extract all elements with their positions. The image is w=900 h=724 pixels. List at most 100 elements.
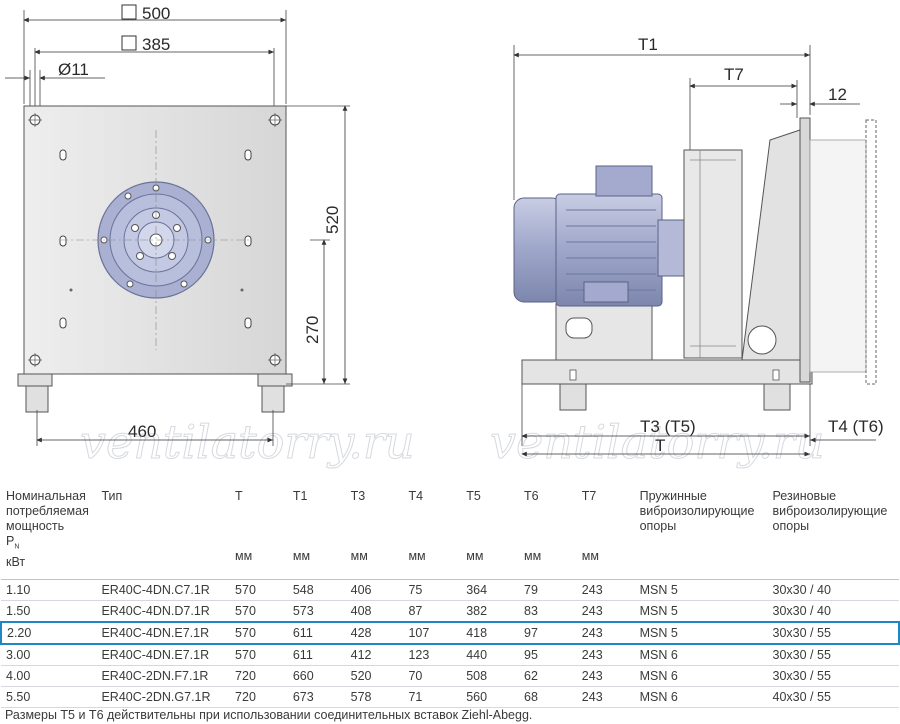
table-cell: 548 [286,579,346,601]
table-cell: MSN 6 [633,665,768,687]
table-cell: 408 [344,600,403,623]
table-cell: 123 [402,644,461,666]
table-cell: 62 [518,665,577,687]
table-cell: 2.20 [0,621,96,645]
table-cell: ER40C-2DN.G7.1R [95,686,230,708]
table-cell: 720 [229,665,288,687]
table-cell: 97 [518,621,577,645]
table-cell: ER40C-2DN.F7.1R [95,665,230,687]
table-cell: 382 [460,600,519,623]
table-cell: 428 [344,621,403,645]
dim-520-label: 520 [323,206,342,234]
header-spring-mounts: Пружинные виброизолирующие опоры [633,486,768,580]
table-cell: 243 [575,644,635,666]
table-cell: 660 [286,665,346,687]
table-cell: 30x30 / 55 [766,621,900,645]
table-cell: 406 [344,579,403,601]
table-cell: 79 [518,579,577,601]
dim-270-label: 270 [303,316,322,344]
table-cell: 1.50 [1,600,96,623]
table-cell: 508 [460,665,519,687]
table-cell: 243 [575,600,635,623]
table-cell: 243 [575,686,635,708]
table-cell: 570 [229,644,288,666]
table-cell: 364 [460,579,519,601]
table-cell: 418 [460,621,519,645]
table-cell: ER40C-4DN.E7.1R [95,644,230,666]
table-cell: 611 [286,644,346,666]
table-cell: 440 [460,644,519,666]
table-cell: 673 [286,686,346,708]
table-cell: 68 [518,686,577,708]
dim-T4T6-label: T4 (T6) [828,417,884,436]
table-cell: 30x30 / 40 [766,579,899,601]
dim-d11-label: Ø11 [58,60,89,79]
table-cell: MSN 5 [633,579,768,601]
table-cell: 520 [344,665,403,687]
dim-T7-label: T7 [724,65,744,84]
dim-T1-label: T1 [638,35,658,54]
table-cell: 573 [286,600,346,623]
table-cell: ER40C-4DN.D7.1R [95,600,230,623]
dim-385-label: 385 [142,35,170,54]
dim-500-label: 500 [142,4,170,23]
table-cell: MSN 5 [633,600,768,623]
dim-12-label: 12 [828,85,847,104]
table-cell: 570 [229,621,288,645]
table-cell: 560 [460,686,519,708]
table-cell: ER40C-4DN.C7.1R [95,579,230,601]
table-cell: MSN 6 [633,644,768,666]
table-cell: MSN 6 [633,686,768,708]
table-cell: ER40C-4DN.E7.1R [95,621,230,645]
table-cell: 243 [575,579,635,601]
table-cell: 30x30 / 40 [766,600,899,623]
table-cell: 3.00 [1,644,96,666]
table-cell: MSN 5 [633,621,768,645]
table-cell: 87 [402,600,461,623]
motor-icon [513,197,563,303]
dim-T3T5-label: T3 (T5) [640,417,696,436]
table-cell: 412 [344,644,403,666]
side-view: T1 T7 12 [513,35,884,457]
watermark-right: ventilatorry.ru [490,415,824,469]
table-cell: 4.00 [1,665,96,687]
table-cell: 570 [229,579,288,601]
spec-table: Номинальная потребляемая мощность PN кВт… [0,486,900,708]
impeller-icon [683,149,743,359]
header-type: Тип [95,486,230,580]
table-cell: 611 [286,621,346,645]
header-rubber-mounts: Резиновые виброизолирующие опоры [766,486,899,580]
table-cell: 5.50 [1,686,96,708]
header-power: Номинальная потребляемая мощность PN кВт [1,486,96,580]
table-cell: 30x30 / 55 [766,644,899,666]
dim-460-label: 460 [128,422,156,441]
dim-T-label: T [655,436,665,455]
table-cell: 720 [229,686,288,708]
table-cell: 95 [518,644,577,666]
table-cell: 243 [575,621,635,645]
table-cell: 71 [402,686,461,708]
table-cell: 243 [575,665,635,687]
table-header-row: Номинальная потребляемая мощность PN кВт… [1,486,899,580]
footnote: Размеры T5 и T6 действительны при исполь… [5,708,533,722]
front-view: 500 385 Ø11 [5,4,350,446]
table-cell: 578 [344,686,403,708]
table-cell: 40x30 / 55 [766,686,899,708]
table-cell: 1.10 [1,579,96,601]
table-cell: 30x30 / 55 [766,665,899,687]
table-cell: 75 [402,579,461,601]
table-cell: 107 [402,621,461,645]
technical-drawing: ventilatorry.ru ventilatorry.ru 500 385 … [5,4,884,470]
